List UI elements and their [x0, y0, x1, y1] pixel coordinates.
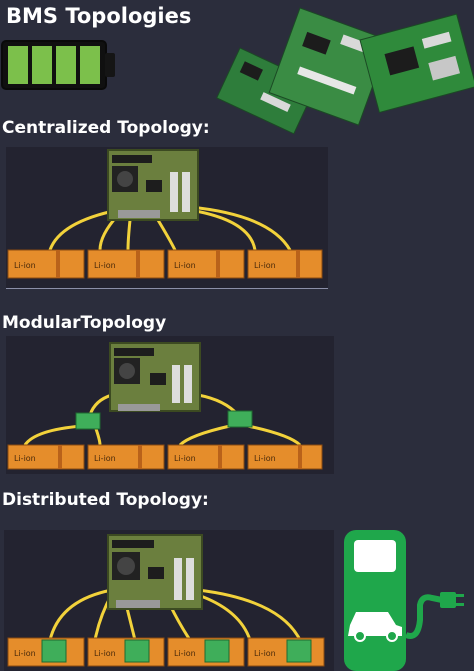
- section-title-distributed: Distributed Topology:: [2, 490, 209, 510]
- cell-labels: Li-ion Li-ion Li-ion Li-ion: [14, 261, 276, 270]
- bms-master-board: [109, 342, 201, 412]
- svg-text:Li-ion: Li-ion: [14, 454, 36, 463]
- bms-master-board: [107, 149, 199, 221]
- cell-labels: Li-ion Li-ion Li-ion Li-ion: [14, 649, 276, 658]
- page-title: BMS Topologies: [6, 4, 192, 28]
- svg-text:Li-ion: Li-ion: [94, 261, 116, 270]
- slave-boards: [41, 639, 312, 663]
- svg-text:Li-ion: Li-ion: [94, 454, 116, 463]
- svg-text:Li-ion: Li-ion: [174, 454, 196, 463]
- bms-master-board: [107, 534, 203, 610]
- svg-text:Li-ion: Li-ion: [174, 649, 196, 658]
- section-title-modular: ModularTopology: [2, 313, 167, 333]
- svg-text:Li-ion: Li-ion: [14, 261, 36, 270]
- svg-text:Li-ion: Li-ion: [254, 454, 276, 463]
- svg-text:Li-ion: Li-ion: [254, 649, 276, 658]
- section-divider: [6, 288, 328, 289]
- svg-text:Li-ion: Li-ion: [14, 649, 36, 658]
- cell-labels: Li-ion Li-ion Li-ion Li-ion: [14, 454, 276, 463]
- svg-text:Li-ion: Li-ion: [94, 649, 116, 658]
- svg-text:Li-ion: Li-ion: [174, 261, 196, 270]
- section-title-centralized: Centralized Topology:: [2, 118, 210, 138]
- battery-cells-row: [7, 444, 323, 470]
- slave-boards: [75, 410, 253, 430]
- battery-cells-row: [7, 249, 323, 279]
- svg-text:Li-ion: Li-ion: [254, 261, 276, 270]
